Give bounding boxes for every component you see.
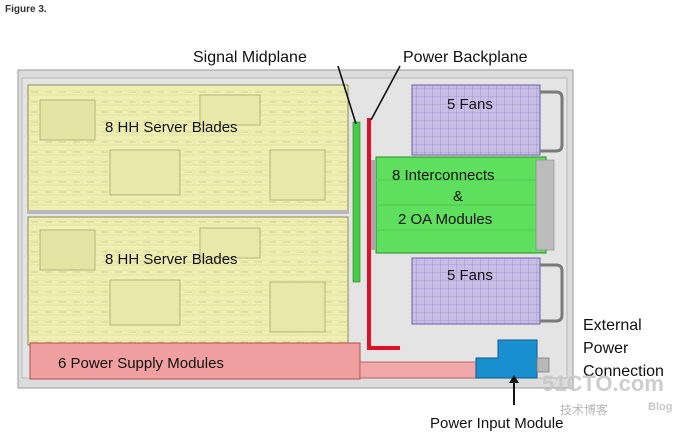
fans-top bbox=[411, 84, 564, 156]
power-input-module-block bbox=[475, 339, 538, 379]
power-input-module-label: Power Input Module bbox=[430, 415, 563, 432]
interconnects-label-line2: & bbox=[453, 188, 463, 205]
power-backplane-bar bbox=[367, 118, 400, 350]
external-power-connector bbox=[536, 357, 550, 373]
power-supply-label: 6 Power Supply Modules bbox=[58, 355, 224, 372]
external-power-label-line1: External bbox=[583, 317, 642, 334]
signal-midplane-bar bbox=[352, 121, 361, 283]
signal-midplane-label: Signal Midplane bbox=[193, 49, 307, 66]
watermark-brand: 51CTO.com bbox=[542, 371, 664, 396]
fans-bottom bbox=[411, 257, 564, 325]
watermark-subtitle: 技术博客 bbox=[560, 402, 608, 417]
interconnects-bay bbox=[368, 156, 555, 254]
power-backplane-leader bbox=[370, 65, 401, 121]
fans-bottom-label: 5 Fans bbox=[447, 267, 493, 284]
power-input-arrowhead bbox=[509, 375, 519, 383]
signal-midplane-leader bbox=[337, 65, 357, 125]
power-backplane-label: Power Backplane bbox=[403, 49, 528, 66]
power-supply-bay bbox=[29, 342, 483, 380]
external-power-label-line2: Power bbox=[583, 340, 629, 357]
interconnects-label-line1: 8 Interconnects bbox=[392, 167, 495, 184]
blades-bottom-label: 8 HH Server Blades bbox=[105, 251, 238, 268]
blade-bay-bottom bbox=[27, 216, 349, 346]
external-power-label-line3: Connection bbox=[583, 363, 664, 380]
watermark-blog: Blog bbox=[648, 401, 672, 413]
fans-top-label: 5 Fans bbox=[447, 96, 493, 113]
blade-bay-top bbox=[27, 84, 349, 214]
blades-top-label: 8 HH Server Blades bbox=[105, 119, 238, 136]
figure-label: Figure 3. bbox=[5, 4, 47, 15]
interconnects-label-line3: 2 OA Modules bbox=[398, 211, 492, 228]
